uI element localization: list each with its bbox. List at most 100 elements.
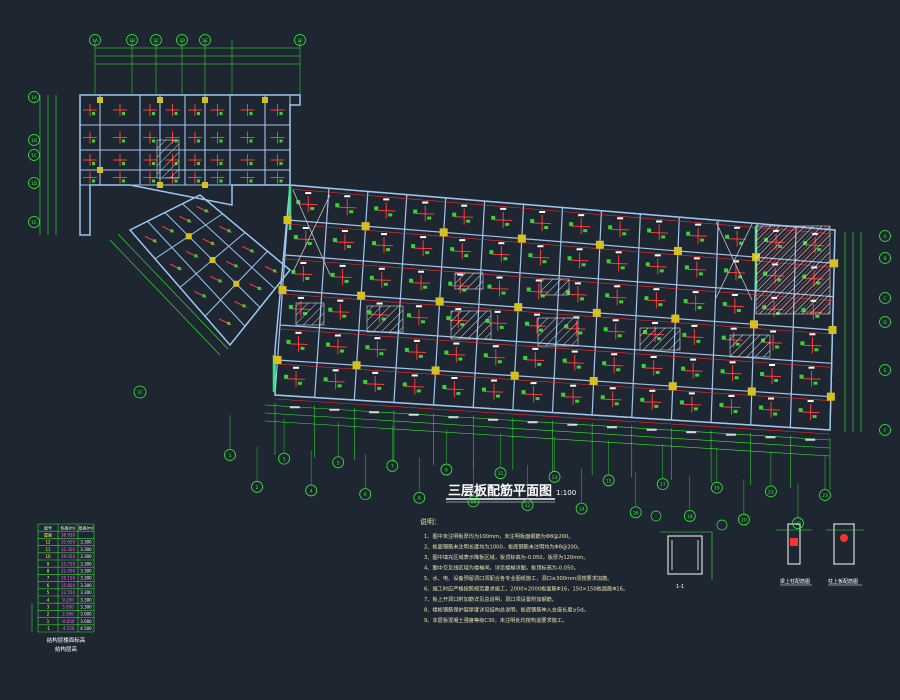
table-cell: 2.950 (62, 612, 74, 617)
axis-bubble-label: 1E (31, 220, 37, 226)
table-cell: 4.500 (80, 626, 92, 631)
table-cell: 屋面 (44, 532, 52, 538)
table-cell: 7 (47, 576, 50, 581)
rebar-mark (174, 179, 178, 183)
table-cell: 19.150 (61, 576, 75, 581)
rebar-mark (579, 297, 584, 301)
rebar-mark (655, 370, 660, 374)
axis-bubble-label: 1E (202, 38, 208, 44)
axis-bubble-circle (548, 470, 561, 483)
axis-bubble: C (879, 292, 891, 304)
rebar-mark (413, 209, 418, 214)
axis-bubble-circle (133, 385, 147, 399)
axis-bubble: E (879, 364, 891, 376)
axis-bubble-circle (602, 474, 615, 487)
axis-bubble: 1E (28, 216, 40, 228)
rebar-mark (458, 357, 463, 361)
rebar-mark (404, 347, 409, 352)
rebar-mark (92, 139, 95, 143)
rebar-label (297, 296, 304, 299)
axis-bubble: 10 (467, 495, 480, 508)
rebar-mark (418, 354, 423, 358)
table-cell: 6 (47, 583, 50, 588)
column (202, 182, 208, 188)
rebar-mark (695, 373, 700, 377)
rebar-mark (721, 335, 726, 340)
rebar-mark (682, 332, 687, 337)
rebar-mark (122, 112, 125, 115)
axis-bubble-circle (278, 452, 290, 465)
rebar-mark (523, 355, 528, 360)
rebar-mark (427, 216, 432, 220)
notes-heading: 说明： (420, 517, 441, 526)
rebar-mark (409, 278, 414, 283)
rebar-mark (257, 286, 261, 290)
rebar-label (693, 257, 700, 260)
column (435, 297, 444, 306)
table-cell: 层号 (44, 524, 52, 530)
rebar-mark (605, 293, 610, 298)
rebar-mark (197, 139, 200, 143)
rebar-label (731, 294, 738, 297)
rebar-label (574, 282, 581, 285)
column (97, 167, 103, 173)
axis-bubble: 6 (359, 488, 372, 500)
rebar-mark (332, 238, 337, 243)
rebar-mark (815, 314, 820, 318)
axis-bubble-label: 10 (471, 499, 477, 505)
rebar-label (339, 264, 346, 267)
rebar-label (653, 288, 660, 291)
rebar-mark (219, 162, 223, 165)
column (97, 97, 103, 103)
rebar-mark (402, 382, 407, 387)
rebar-mark (698, 272, 703, 276)
axis-bubble: 1C (150, 34, 162, 46)
axis-bubble-label: 1B (129, 38, 135, 44)
rebar-mark (250, 249, 254, 253)
rebar-mark (187, 219, 191, 223)
grid-line (289, 184, 836, 231)
rebar-label (383, 198, 390, 201)
rebar-mark (503, 257, 508, 261)
rebar-label (461, 204, 468, 207)
rebar-mark (335, 203, 340, 208)
rebar-label (537, 245, 544, 248)
rebar-mark (544, 226, 549, 230)
rebar-mark (640, 397, 645, 402)
axis-bubble-label: 4 (310, 488, 313, 494)
table-cell: 4 (47, 597, 50, 602)
rebar-mark (122, 139, 125, 143)
dimension-line (264, 420, 831, 457)
beam-line (279, 328, 832, 368)
rebar-mark (734, 376, 739, 380)
grid-line (129, 194, 201, 231)
rebar-mark (122, 162, 125, 165)
column (589, 376, 598, 385)
axis-bubble-label: 1D (179, 38, 186, 44)
axis-bubble: 1 (224, 449, 236, 461)
axis-bubble-label: E (884, 368, 887, 374)
rebar-mark (425, 251, 430, 255)
table-cell: 标高(m) (60, 524, 75, 530)
rebar-mark (218, 279, 222, 283)
note-line: 6、施工时应严格按照规范要求施工，2000×2000板面筋Φ16，150×150… (424, 585, 628, 593)
rebar-mark (739, 241, 744, 245)
table-cell: 层高(m) (78, 524, 93, 530)
table-cell: 3.300 (80, 561, 92, 566)
axis-bubble-circle (656, 478, 669, 490)
axis-bubble-circle (494, 467, 507, 480)
table-cell: 22.450 (61, 569, 75, 574)
rebar-mark (197, 112, 200, 115)
rebar-label (374, 337, 381, 340)
axis-bubble-label: 6 (364, 492, 367, 498)
rebar-label (730, 327, 737, 330)
rebar-mark (528, 253, 533, 258)
rebar-mark (567, 256, 572, 261)
axis-bubble: 9 (440, 463, 453, 476)
rebar-mark (798, 408, 803, 413)
grid-line (229, 269, 291, 346)
table-cell: 25.750 (61, 561, 75, 566)
notes-list: 1、图中未注明板厚均为100mm，未注明板面钢筋为Φ8@200。2、板面钢筋未注… (424, 532, 628, 624)
rebar-mark (501, 291, 506, 295)
